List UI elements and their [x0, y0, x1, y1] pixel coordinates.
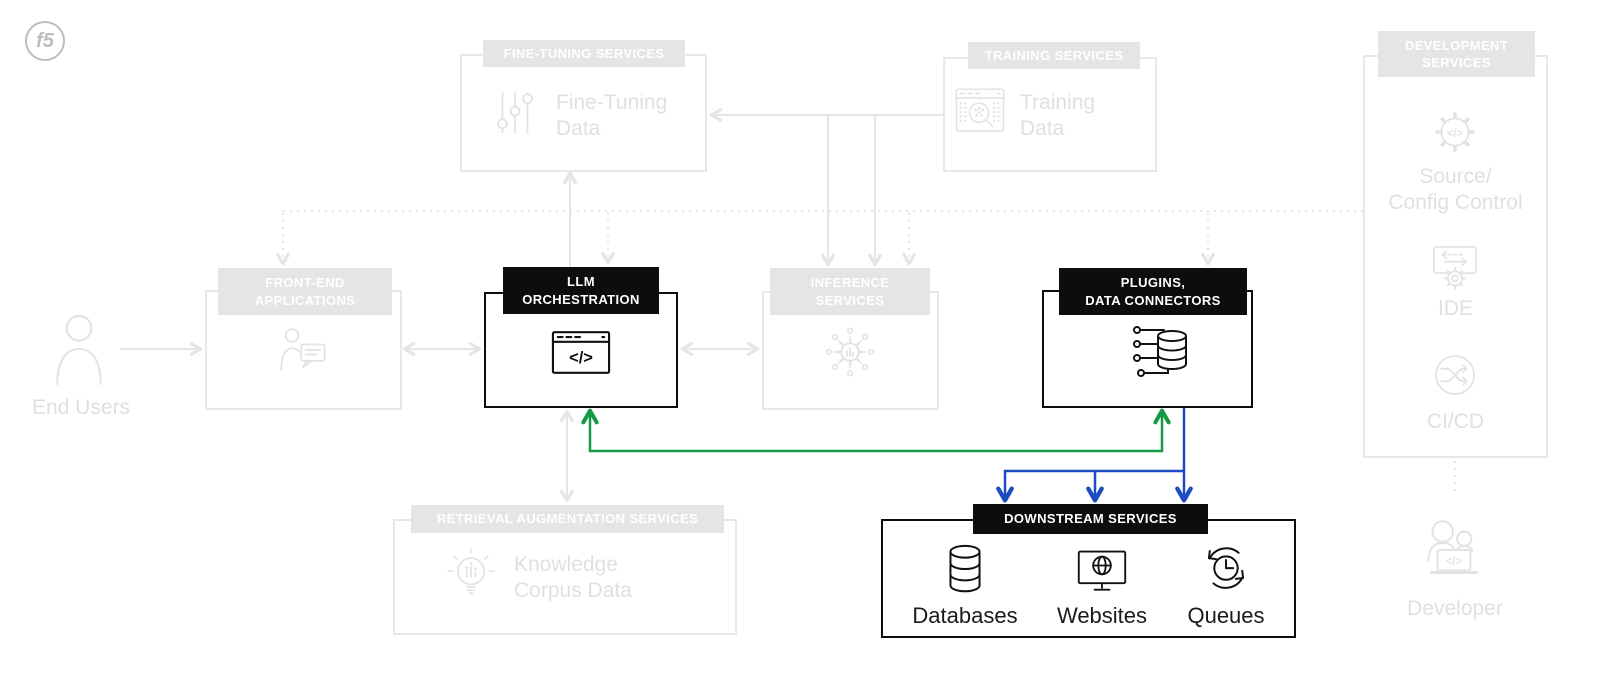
downstream-services-header: DOWNSTREAM SERVICES — [973, 504, 1208, 534]
sliders-icon — [490, 86, 540, 140]
svg-text:</>: </> — [569, 349, 593, 367]
developer-label: Developer — [1407, 597, 1503, 620]
queues-label: Queues — [1187, 603, 1265, 628]
svg-text:</>: </> — [1447, 128, 1463, 140]
website-icon — [1076, 540, 1128, 596]
browser-code-icon: </> — [551, 330, 611, 375]
person-chat-icon — [274, 324, 332, 374]
websites-label: Websites — [1056, 603, 1148, 628]
gear-code-icon: </> — [1426, 103, 1484, 161]
database-icon — [945, 540, 985, 596]
development-services-header: DEVELOPMENT SERVICES — [1378, 31, 1535, 77]
inference-services-header: INFERENCE SERVICES — [770, 268, 930, 315]
retrieval-augmentation-box — [393, 519, 737, 635]
connector-plugins-llm-green — [581, 408, 1171, 453]
retrieval-augmentation-header: RETRIEVAL AUGMENTATION SERVICES — [411, 505, 724, 533]
fine-tuning-data-label: Fine-Tuning Data — [556, 91, 668, 140]
source-config-control-label: Source/ Config Control — [1388, 165, 1523, 214]
plugins-data-connectors-header: PLUGINS, DATA CONNECTORS — [1059, 268, 1247, 315]
cicd-label: CI/CD — [1426, 410, 1485, 433]
f5-logo: f5 — [25, 21, 65, 61]
knowledge-corpus-label: Knowledge Corpus Data — [514, 553, 632, 602]
downstream-item-databases: Databases — [895, 540, 1035, 629]
end-users-label: End Users — [31, 396, 131, 419]
databases-label: Databases — [912, 603, 1018, 628]
knowledge-bulb-icon — [443, 544, 499, 602]
svg-text:</>: </> — [1446, 555, 1463, 567]
cicd-icon — [1426, 346, 1484, 404]
data-connector-icon — [1130, 325, 1194, 379]
front-end-applications-header: FRONT-END APPLICATIONS — [218, 268, 392, 315]
training-services-header: TRAINING SERVICES — [968, 42, 1140, 69]
training-data-grid-icon — [952, 84, 1008, 138]
ide-label: IDE — [1437, 297, 1473, 320]
development-services-box — [1363, 55, 1548, 458]
downstream-item-websites: Websites — [1032, 540, 1172, 629]
llm-orchestration-header: LLM ORCHESTRATION — [503, 267, 659, 314]
gear-burst-icon — [819, 321, 881, 383]
developer-icon: </> — [1412, 516, 1498, 584]
queues-icon — [1199, 540, 1253, 596]
ide-icon — [1427, 243, 1483, 291]
end-users-person-icon — [45, 312, 113, 386]
training-data-label: Training Data — [1020, 91, 1096, 140]
fine-tuning-services-header: FINE-TUNING SERVICES — [483, 40, 685, 67]
downstream-item-queues: Queues — [1156, 540, 1296, 629]
